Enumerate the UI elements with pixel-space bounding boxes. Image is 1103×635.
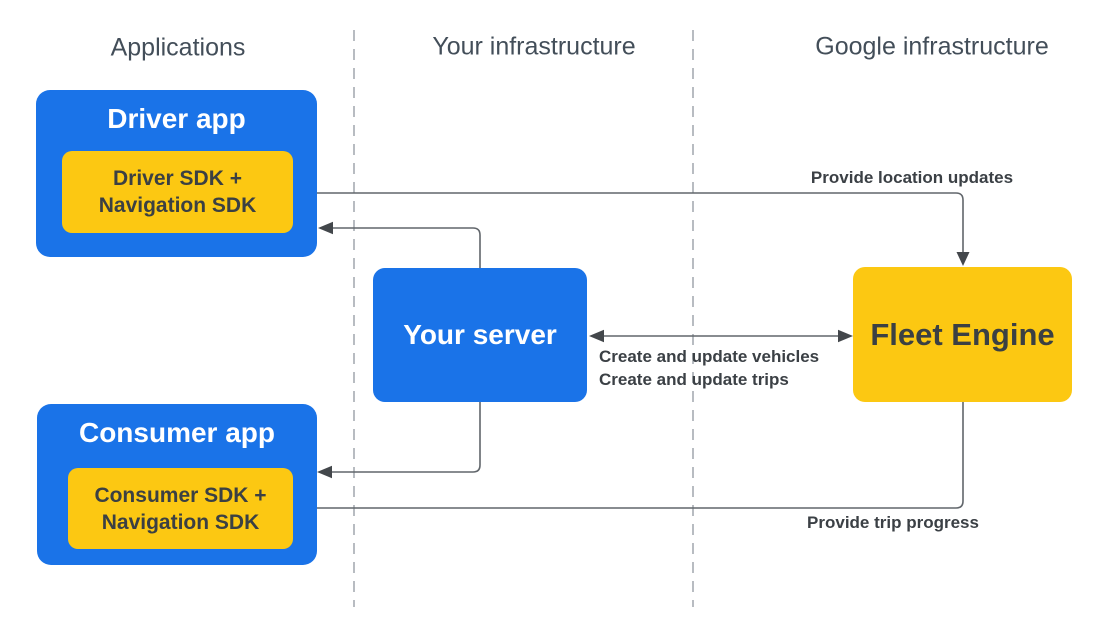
arrow-server-to-driver-head-icon — [318, 221, 333, 235]
edge-label-server-fleet: Create and update vehicles Create and up… — [599, 346, 819, 391]
your-server-title: Your server — [403, 319, 557, 350]
edge-label-server-fleet-line2: Create and update trips — [599, 369, 789, 389]
arrow-location-updates-line — [293, 192, 964, 253]
edge-label-trip-progress: Provide trip progress — [807, 513, 979, 532]
consumer-sdk-label-line1: Consumer SDK + — [94, 483, 267, 507]
edge-label-server-fleet-line1: Create and update vehicles — [599, 347, 820, 366]
arrow-server-to-consumer-head-icon — [317, 465, 332, 479]
node-fleet-engine: Fleet Engine — [853, 267, 1072, 402]
fleet-engine-title: Fleet Engine — [870, 316, 1055, 352]
node-driver-app: Driver app Driver SDK + Navigation SDK — [36, 90, 317, 257]
column-header-applications: Applications — [110, 33, 246, 62]
driver-sdk-label-line1: Driver SDK + — [113, 167, 242, 190]
arrow-server-to-driver-line — [332, 227, 481, 268]
arrow-server-fleet-left-head-icon — [589, 329, 604, 343]
node-your-server: Your server — [373, 268, 587, 402]
arrow-server-to-consumer-line — [331, 402, 481, 473]
node-driver-sdk: Driver SDK + Navigation SDK — [62, 151, 293, 233]
arrow-location-updates-head-icon — [956, 252, 970, 266]
node-consumer-app: Consumer app Consumer SDK + Navigation S… — [37, 404, 317, 565]
driver-sdk-label-line2: Navigation SDK — [98, 194, 257, 217]
arrow-trip-progress-line — [307, 402, 964, 509]
consumer-app-title: Consumer app — [78, 417, 276, 448]
node-consumer-sdk: Consumer SDK + Navigation SDK — [68, 468, 293, 549]
column-header-your-infrastructure: Your infrastructure — [432, 32, 636, 61]
arrow-server-fleet-right-head-icon — [838, 329, 853, 343]
consumer-sdk-label-line2: Navigation SDK — [101, 510, 260, 534]
column-header-google-infrastructure: Google infrastructure — [815, 32, 1049, 61]
driver-app-title: Driver app — [107, 103, 246, 134]
edge-label-location-updates: Provide location updates — [810, 168, 1014, 187]
